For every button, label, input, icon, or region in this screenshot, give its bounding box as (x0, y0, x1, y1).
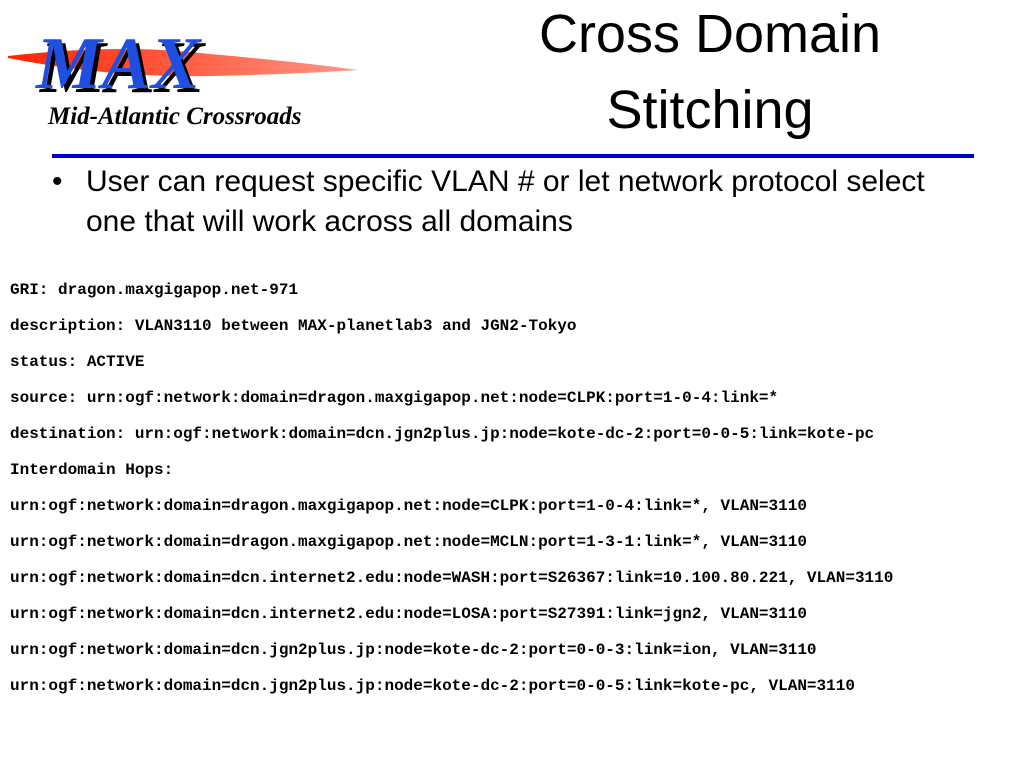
record-line: urn:ogf:network:domain=dcn.internet2.edu… (10, 569, 894, 587)
record-line: description: VLAN3110 between MAX-planet… (10, 317, 577, 335)
bullet-text: User can request specific VLAN # or let … (86, 165, 925, 238)
slide-title-line1: Cross Domain (538, 4, 882, 64)
record-line: GRI: dragon.maxgigapop.net-971 (10, 281, 299, 299)
record-line: status: ACTIVE (10, 353, 145, 371)
max-logo-text: MAX (35, 23, 202, 105)
max-logo-graphic: MAX MAX (8, 23, 358, 109)
title-divider (52, 154, 974, 158)
red-swoosh (8, 48, 358, 77)
reservation-record: GRI: dragon.maxgigapop.net-971 descripti… (10, 278, 1020, 710)
logo-subtitle: Mid-Atlantic Crossroads (48, 103, 302, 130)
record-line: urn:ogf:network:domain=dcn.jgn2plus.jp:n… (10, 677, 855, 695)
record-line: urn:ogf:network:domain=dragon.maxgigapop… (10, 533, 807, 551)
max-logo-shadow: MAX (39, 27, 206, 109)
record-line: destination: urn:ogf:network:domain=dcn.… (10, 425, 875, 443)
record-line: Interdomain Hops: (10, 461, 174, 479)
record-line: urn:ogf:network:domain=dcn.jgn2plus.jp:n… (10, 641, 817, 659)
bullet-marker: • (52, 165, 63, 198)
slide-title: Cross Domain Stitching (460, 0, 960, 148)
slide-title-line2: Stitching (606, 80, 814, 140)
record-line: urn:ogf:network:domain=dcn.internet2.edu… (10, 605, 807, 623)
record-line: source: urn:ogf:network:domain=dragon.ma… (10, 389, 779, 407)
record-line: urn:ogf:network:domain=dragon.maxgigapop… (10, 497, 807, 515)
